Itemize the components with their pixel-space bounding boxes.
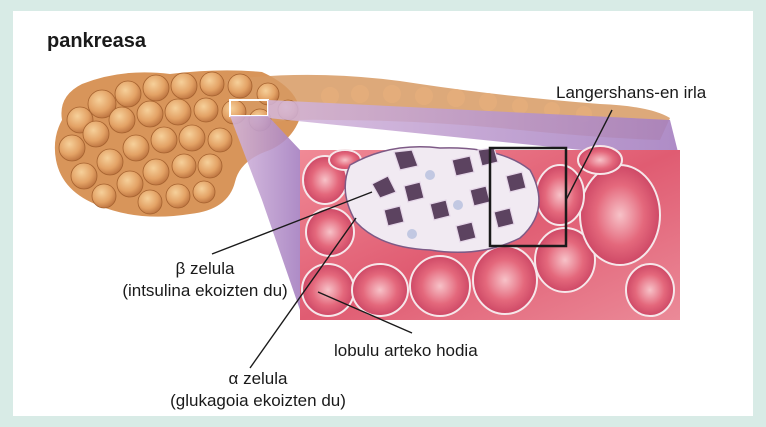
figure-title: pankreasa	[47, 30, 146, 53]
beta-cell-desc: (intsulina ekoizten du)	[110, 280, 300, 302]
beta-cell-label: β zelula (intsulina ekoizten du)	[110, 258, 300, 302]
interlobular-duct-label: lobulu arteko hodia	[334, 340, 478, 362]
beta-cell-name: β zelula	[110, 258, 300, 280]
langerhans-label: Langershans-en irla	[556, 82, 706, 104]
tissue-block	[300, 146, 680, 320]
alpha-cell-label: α zelula (glukagoia ekoizten du)	[158, 368, 358, 412]
alpha-cell-desc: (glukagoia ekoizten du)	[158, 390, 358, 412]
islet-of-langerhans	[345, 147, 539, 253]
alpha-cell-name: α zelula	[158, 368, 358, 390]
